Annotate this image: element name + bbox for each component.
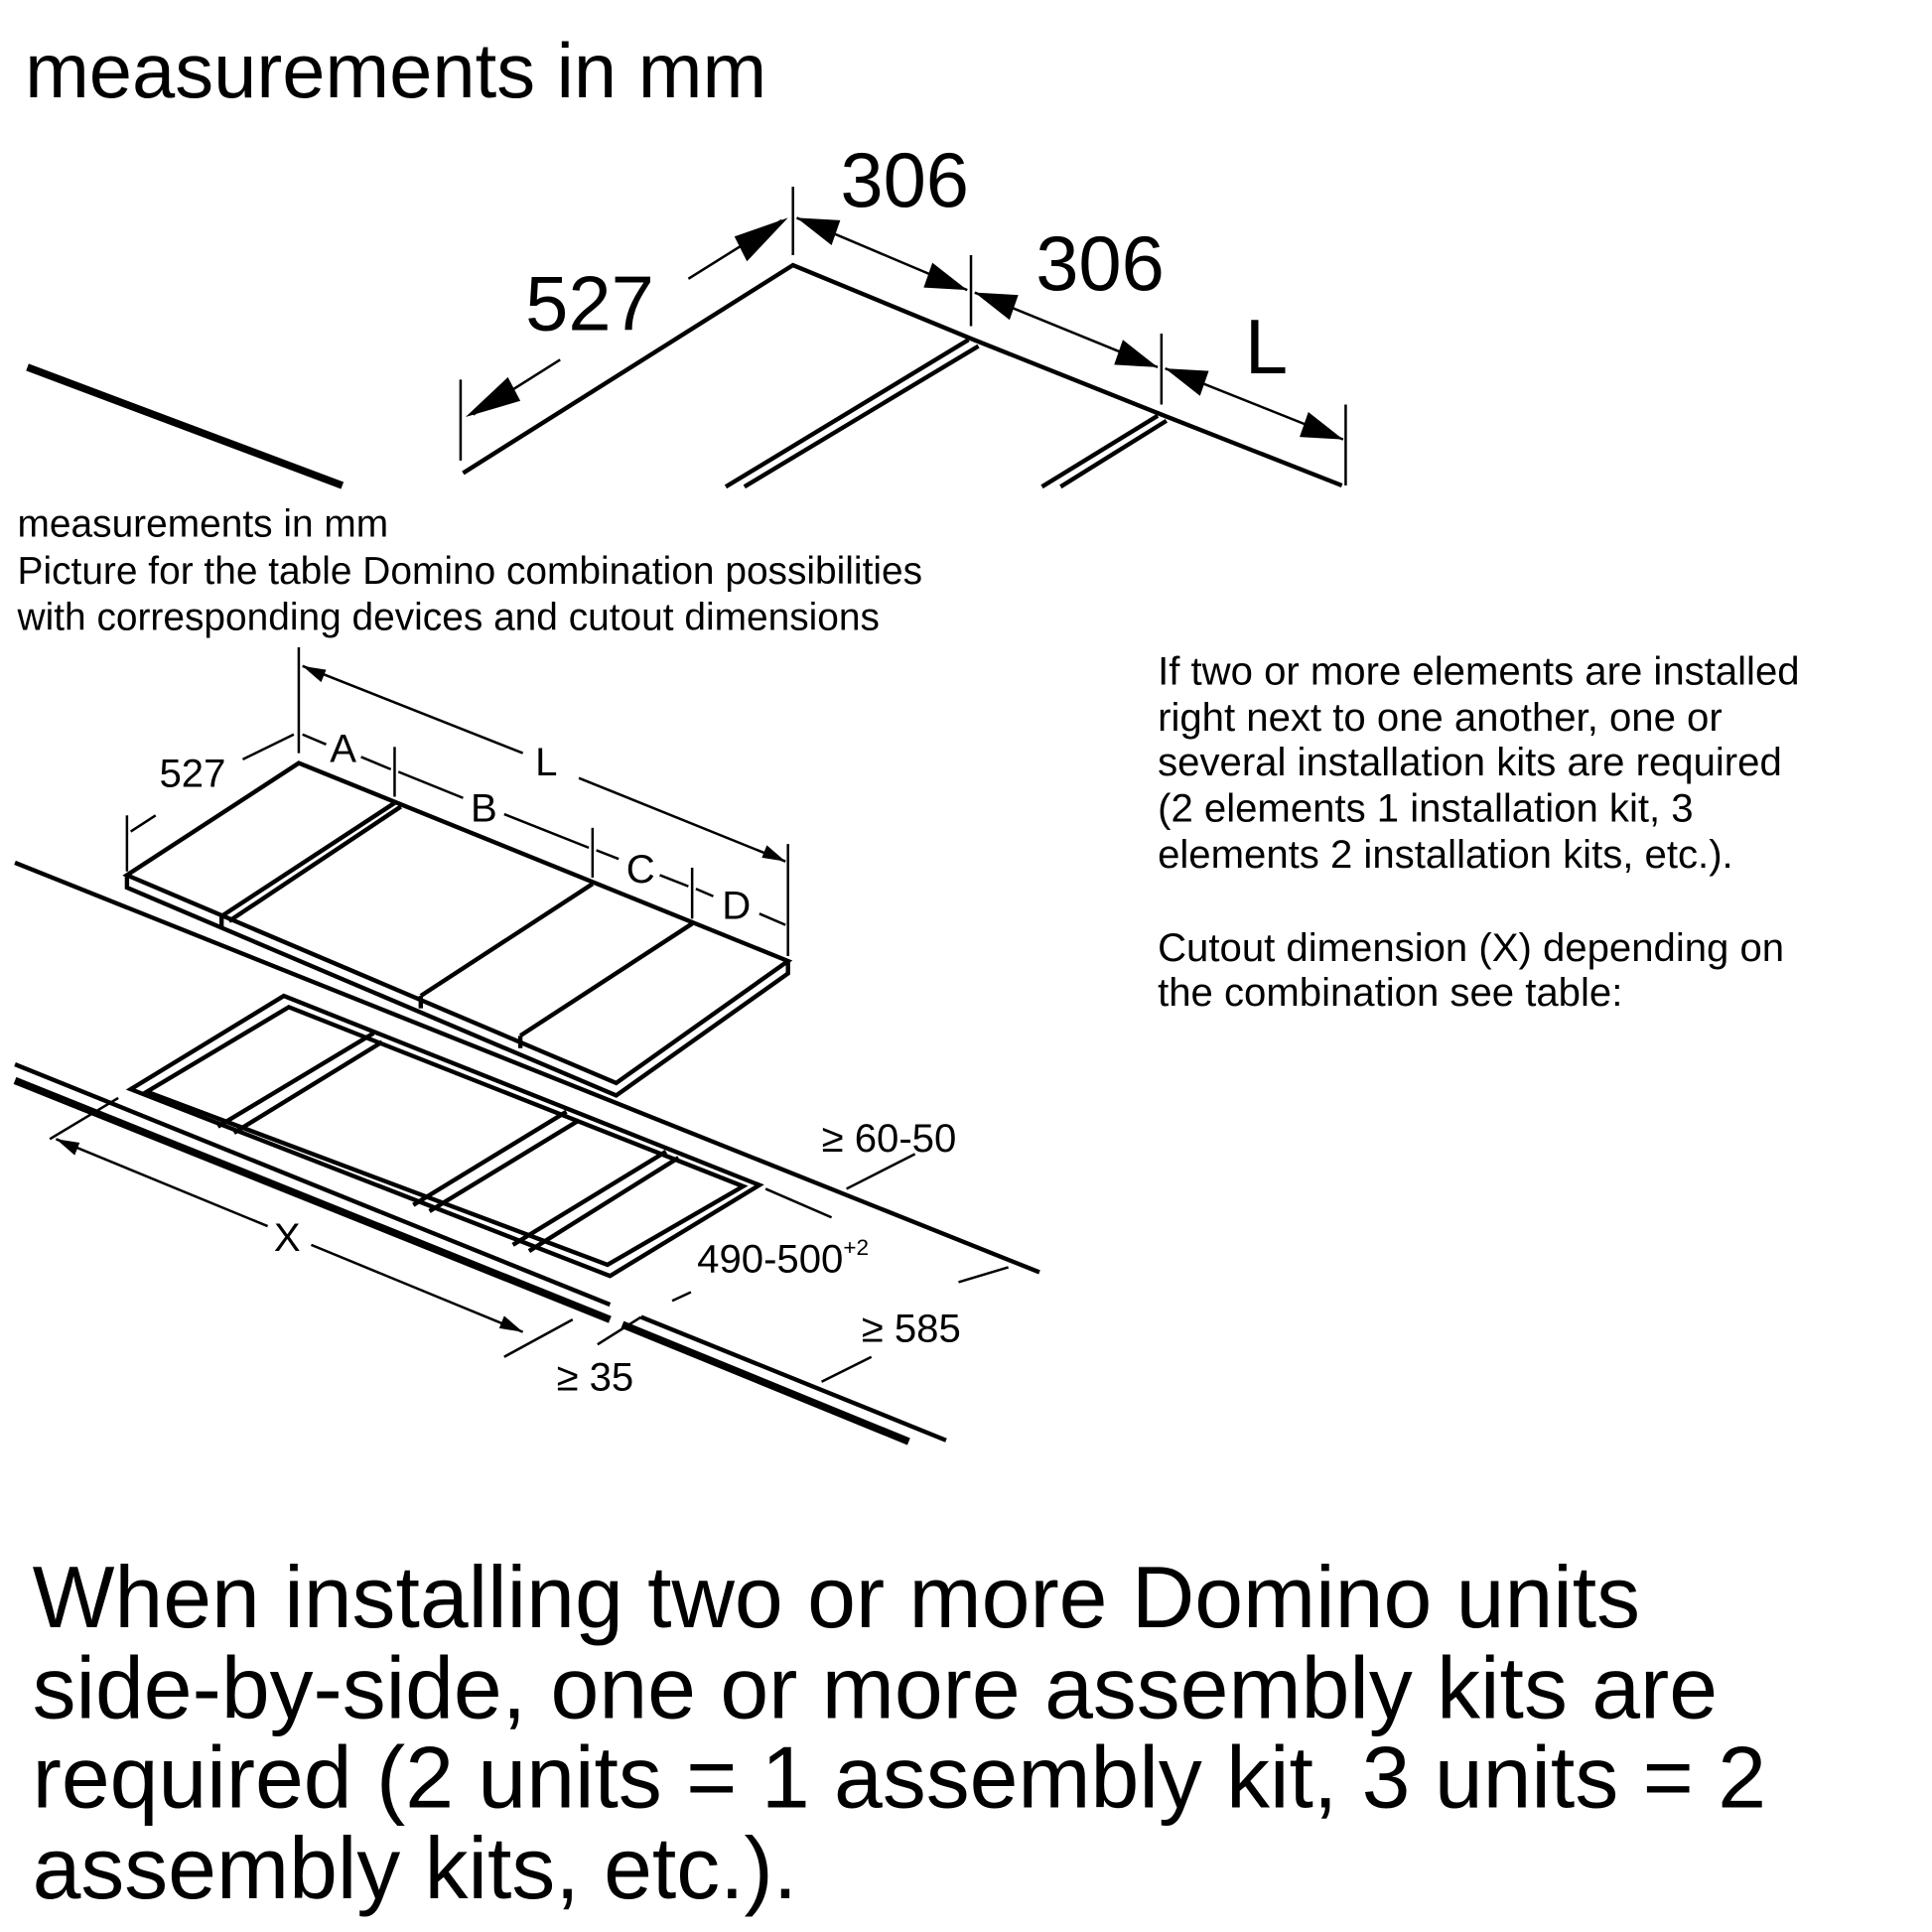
top-hob-drawing <box>26 187 1347 489</box>
label-counter-depth: ≥ 585 <box>862 1307 961 1351</box>
bottom-line: side-by-side, one or more assembly kits … <box>33 1639 1718 1736</box>
note-line: If two or more elements are installed <box>1158 649 1800 694</box>
label-b: B <box>471 786 497 831</box>
label-a: A <box>330 726 356 770</box>
note-line: right next to one another, one or <box>1158 695 1723 740</box>
note-line: (2 elements 1 installation kit, 3 <box>1158 786 1694 831</box>
label-depth: 527 <box>159 751 225 795</box>
note-line: the combination see table: <box>1158 970 1622 1015</box>
note-line: several installation kits are required <box>1158 740 1782 784</box>
label-c: C <box>626 847 655 892</box>
caption-line: Picture for the table Domino combination… <box>18 550 922 593</box>
bottom-line: assembly kits, etc.). <box>33 1820 798 1917</box>
installation-note: If two or more elements are installed ri… <box>1158 649 1800 1015</box>
bottom-line: When installing two or more Domino units <box>33 1549 1640 1646</box>
bottom-line: required (2 units = 1 assembly kit, 3 un… <box>33 1729 1766 1827</box>
note-line: Cutout dimension (X) depending on <box>1158 925 1784 970</box>
top-dim-length: L <box>1245 305 1288 390</box>
note-line: elements 2 installation kits, etc.). <box>1158 832 1733 877</box>
top-title: measurements in mm <box>25 29 766 114</box>
label-d: D <box>722 883 751 927</box>
caption-line: with corresponding devices and cutout di… <box>17 596 880 638</box>
caption-line: measurements in mm <box>18 502 389 545</box>
top-dim-depth: 527 <box>525 261 654 346</box>
label-x: X <box>274 1215 301 1260</box>
top-dim-width1: 306 <box>840 138 969 223</box>
top-dim-width2: 306 <box>1035 221 1165 307</box>
label-l: L <box>535 740 557 784</box>
label-cutout-depth: 490-500+2 <box>697 1235 869 1282</box>
domino-combination-drawing <box>13 647 1040 1446</box>
label-rear-clearance: ≥ 60-50 <box>822 1116 957 1161</box>
label-front-clearance: ≥ 35 <box>556 1355 633 1400</box>
